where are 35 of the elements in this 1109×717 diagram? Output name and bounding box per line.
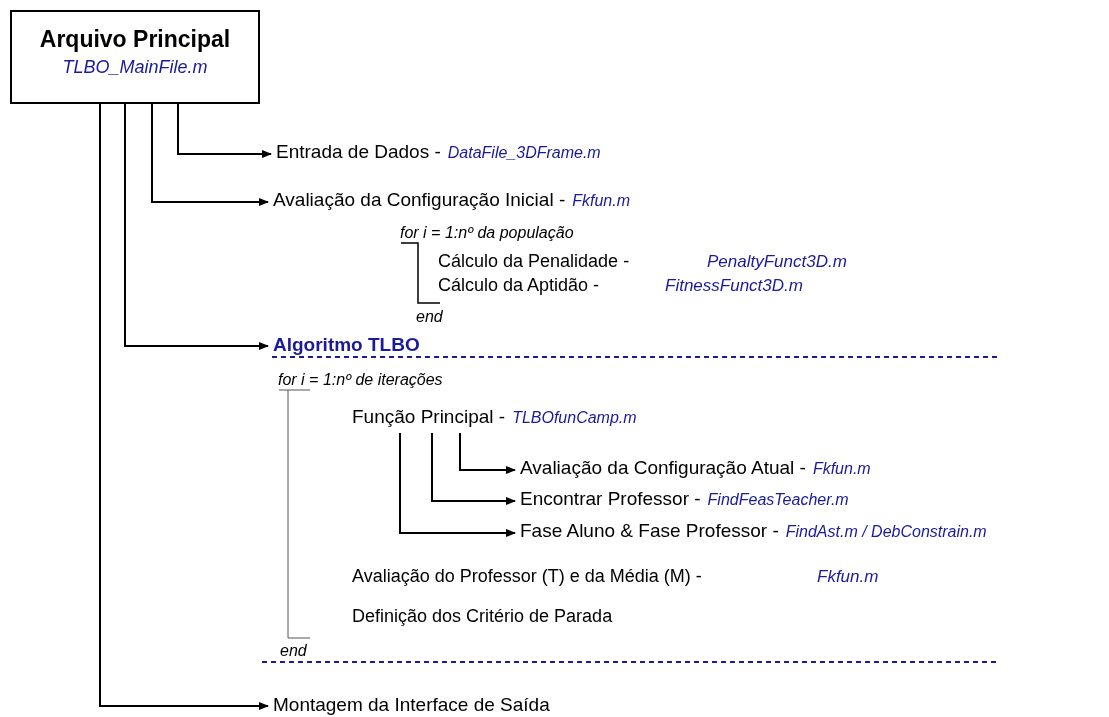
step-text: Encontrar Professor - bbox=[520, 488, 701, 510]
step-text: Entrada de Dados - bbox=[276, 141, 441, 163]
connector-arrow bbox=[177, 103, 272, 158]
file-name: Fkfun.m bbox=[812, 459, 871, 479]
file-name: FindFeasTeacher.m bbox=[707, 490, 849, 510]
step-text: Fase Aluno & Fase Professor - bbox=[520, 520, 779, 542]
file-name: FindAst.m / DebConstrain.m bbox=[785, 522, 987, 542]
file-name: TLBO_MainFile.m bbox=[61, 56, 209, 78]
main-file-box bbox=[10, 10, 260, 104]
connector-arrow bbox=[124, 103, 269, 350]
step-text: Avaliação do Professor (T) e da Média (M) - bbox=[352, 565, 702, 587]
step-text: Cálculo da Penalidade - bbox=[438, 250, 630, 272]
connector-arrow bbox=[431, 432, 516, 505]
step-text: Avaliação da Configuração Atual - bbox=[520, 457, 806, 479]
file-name: Fkfun.m bbox=[817, 566, 879, 588]
loop-header: for i = 1:nº de iterações bbox=[278, 370, 443, 390]
step-text: Montagem da Interface de Saída bbox=[273, 694, 550, 716]
step-text: Avaliação da Configuração Inicial - bbox=[273, 189, 566, 211]
file-name: PenaltyFunct3D.m bbox=[707, 251, 847, 273]
step-text: Função Principal - bbox=[352, 406, 506, 428]
step-text: Definição dos Critério de Parada bbox=[352, 605, 613, 627]
file-name: TLBOfunCamp.m bbox=[512, 408, 637, 428]
step-text: Cálculo da Aptidão - bbox=[438, 274, 600, 296]
section-heading: Algoritmo TLBO bbox=[273, 334, 420, 356]
box-title: Arquivo Principal bbox=[38, 25, 232, 54]
loop-end: end bbox=[416, 307, 443, 327]
loop-header: for i = 1:nº da população bbox=[400, 223, 574, 243]
file-name: Fkfun.m bbox=[572, 191, 630, 211]
file-name: FitnessFunct3D.m bbox=[665, 275, 803, 297]
loop-end: end bbox=[280, 641, 307, 661]
connector-arrow bbox=[459, 432, 516, 474]
file-name: DataFile_3DFrame.m bbox=[447, 143, 601, 163]
connector-arrow bbox=[99, 103, 269, 710]
connector-arrow bbox=[399, 432, 516, 537]
connector-arrow bbox=[151, 103, 269, 206]
